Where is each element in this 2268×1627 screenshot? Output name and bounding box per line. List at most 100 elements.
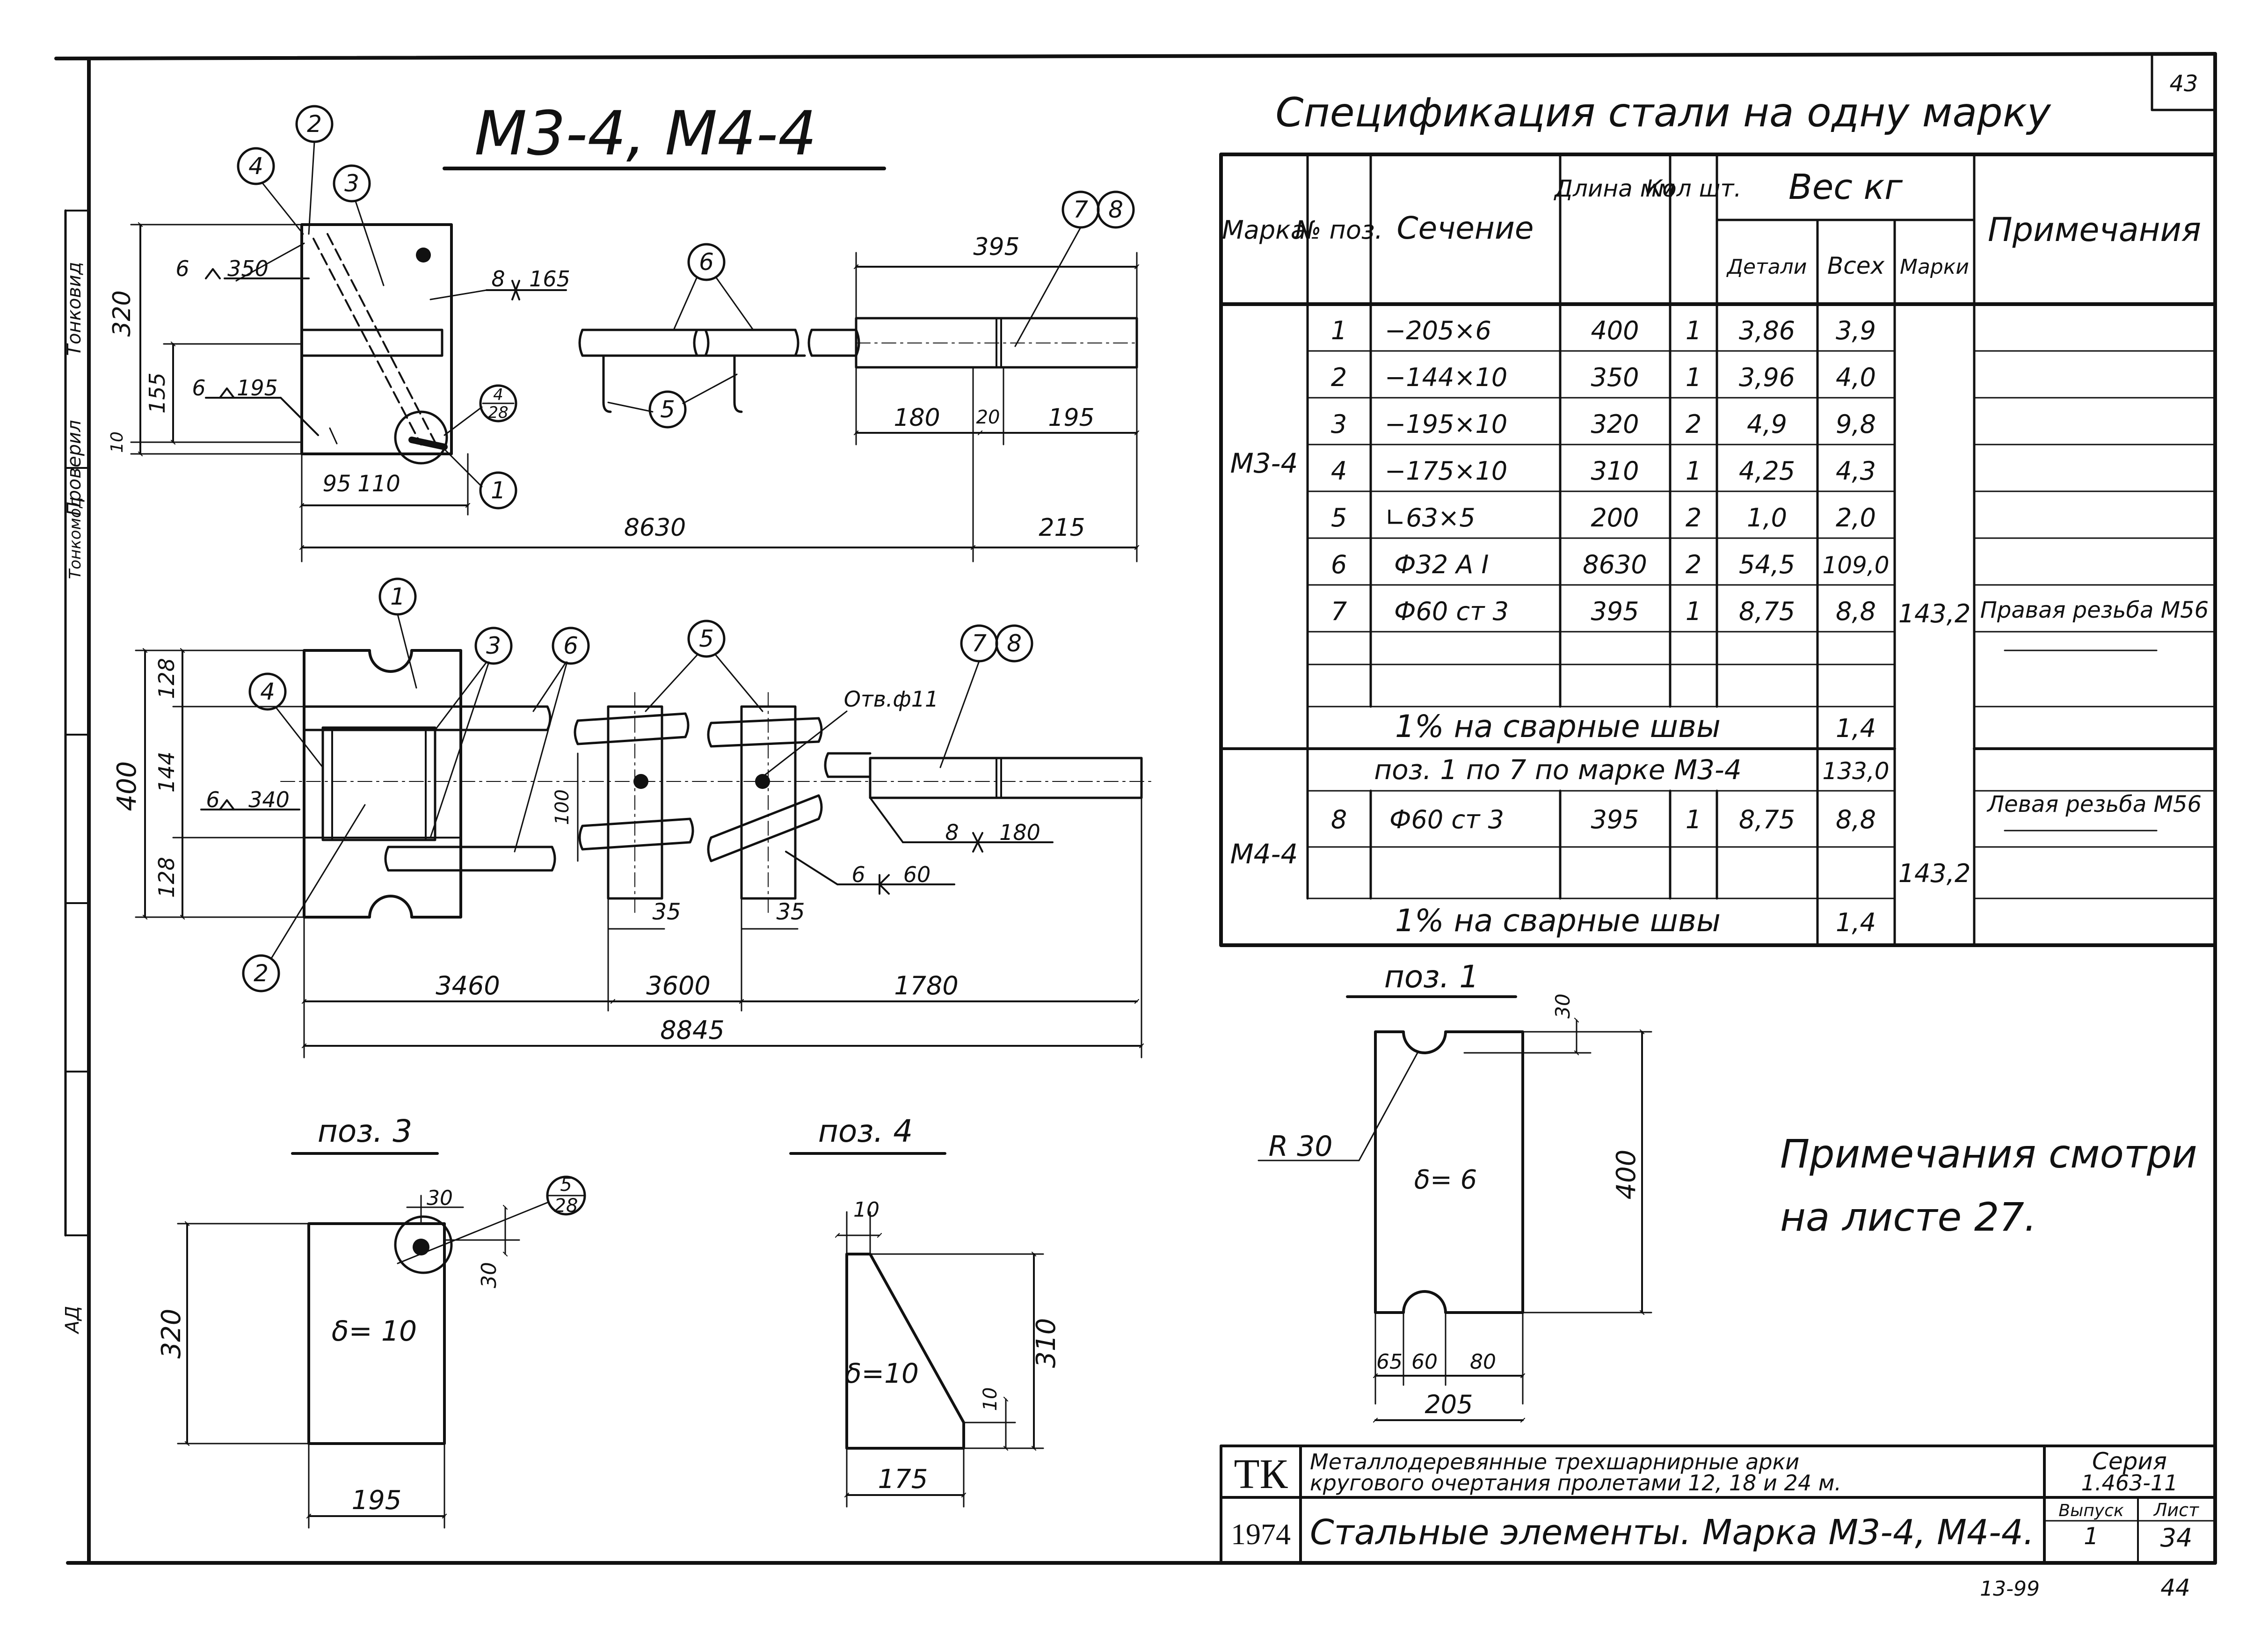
dim-100: 100 <box>552 789 573 825</box>
pos4-dim-10b: 10 <box>980 1387 1001 1411</box>
balloons-top <box>237 105 1135 510</box>
cell-qty: 2 <box>1686 409 1701 439</box>
weld-6b: 6 <box>192 375 205 401</box>
cell-w-detail: 54,5 <box>1739 550 1795 579</box>
cell-pos: 6 <box>1331 550 1347 579</box>
cell-length: 8630 <box>1583 550 1647 579</box>
tb-project-line2: кругового очертания пролетами 12, 18 и 2… <box>1310 1470 1841 1496</box>
hdr-weight: Вес кг <box>1788 167 1903 207</box>
cell-pos: 1 <box>1331 316 1347 345</box>
pos3-title: поз. 3 <box>318 1113 413 1149</box>
dim-95: 95 <box>322 471 351 497</box>
weld-6: 6 <box>175 256 189 281</box>
balloon-4: 4 <box>248 153 263 180</box>
group2-mark: М4-4 <box>1230 838 1298 870</box>
cell-length: 350 <box>1591 363 1639 392</box>
welds-value-2: 1,4 <box>1836 908 1876 937</box>
tb-series-value: 1.463-11 <box>2081 1470 2178 1496</box>
cell-section: Ф32 А I <box>1394 550 1489 579</box>
balloon-5: 5 <box>660 396 675 423</box>
dim-180: 180 <box>894 404 940 432</box>
pos4-thickness: δ=10 <box>845 1357 919 1389</box>
group1-total: 143,2 <box>1898 599 1971 628</box>
weld-6c: 6 <box>206 787 219 812</box>
balloon-8: 8 <box>1108 196 1123 223</box>
group2-ref-weight: 133,0 <box>1822 758 1889 785</box>
weld-8b: 8 <box>945 820 959 845</box>
cell-w-detail: 4,9 <box>1747 409 1787 439</box>
dim-155: 155 <box>145 372 170 414</box>
balloon-4-plan: 4 <box>260 678 275 705</box>
dim-1780: 1780 <box>894 971 958 1000</box>
table-row: 6 Ф32 А I 8630 2 54,5 109,0 <box>1331 550 1890 579</box>
weld-6d: 6 <box>851 862 865 887</box>
balloon-8-plan: 8 <box>1007 630 1022 657</box>
weld-350: 350 <box>227 256 269 281</box>
balloon-1-plan: 1 <box>390 583 405 610</box>
page-number: 43 <box>2169 71 2198 97</box>
cell-length: 395 <box>1591 597 1639 626</box>
pos1-dim-205: 205 <box>1425 1390 1473 1419</box>
cell-w-all: 2,0 <box>1836 503 1876 533</box>
side-label: АД <box>62 1306 83 1335</box>
tb-org: ТК <box>1234 1451 1288 1497</box>
pos4-dim-310: 310 <box>1031 1318 1061 1368</box>
cell-section: −175×10 <box>1385 456 1507 486</box>
cell-length: 400 <box>1591 316 1639 345</box>
tb-sheet-title: Стальные элементы. Марка М3-4, М4-4. <box>1310 1512 2034 1553</box>
dim-8630: 8630 <box>624 514 686 542</box>
group2-total: 143,2 <box>1898 859 1971 888</box>
balloon-7: 7 <box>1073 196 1088 223</box>
cell-w-all: 8,8 <box>1836 805 1876 834</box>
pos3-dim-30a: 30 <box>427 1186 453 1210</box>
cell-w-all: 9,8 <box>1836 409 1876 439</box>
cell-length: 395 <box>1591 805 1639 834</box>
cell-qty: 1 <box>1686 456 1701 486</box>
top-view <box>130 225 1137 562</box>
cell-length: 320 <box>1591 409 1639 439</box>
pos4-title: поз. 4 <box>818 1113 913 1149</box>
balloon-6: 6 <box>699 248 714 276</box>
stamp-name-2: Тонкомод <box>66 497 85 579</box>
spec-table-grid <box>1219 153 2217 947</box>
weld-340: 340 <box>248 787 290 812</box>
group1-mark: М3-4 <box>1230 447 1298 479</box>
cell-qty: 1 <box>1686 363 1701 392</box>
cell-pos: 5 <box>1331 503 1347 533</box>
hdr-pos: № поз. <box>1294 215 1383 245</box>
title-block <box>1220 1445 2217 1564</box>
detail-pos3 <box>177 1152 586 1529</box>
spec-title: Спецификация стали на одну марку <box>1275 89 2051 136</box>
dim-395: 395 <box>973 233 1019 261</box>
cell-qty: 1 <box>1686 805 1701 834</box>
tb-year: 1974 <box>1231 1518 1291 1551</box>
stamp-name: Тонковид <box>64 262 85 356</box>
cell-qty: 2 <box>1686 503 1701 533</box>
pos1-title: поз. 1 <box>1384 959 1479 995</box>
main-title: М3-4, М4-4 <box>474 98 817 169</box>
hdr-qty: Кол шт. <box>1646 175 1742 202</box>
tb-sheet-label: Лист <box>2153 1500 2200 1520</box>
hdr-section: Сечение <box>1397 210 1534 246</box>
cell-w-detail: 4,25 <box>1739 456 1795 486</box>
cell-w-all: 3,9 <box>1836 316 1876 345</box>
pos3-thickness: δ= 10 <box>332 1315 417 1348</box>
table-row: 8 Ф60 ст 3 395 1 8,75 8,8 <box>1331 805 1876 834</box>
cell-w-detail: 1,0 <box>1747 503 1787 533</box>
pos3-balloon-bottom: 28 <box>554 1195 578 1217</box>
cell-w-all: 8,8 <box>1836 597 1876 626</box>
dim-35b: 35 <box>776 899 805 925</box>
cell-w-detail: 3,86 <box>1739 316 1795 345</box>
dim-8845: 8845 <box>660 1015 724 1045</box>
cell-section: Ф60 ст 3 <box>1394 597 1509 626</box>
table-row: 7 Ф60 ст 3 395 1 8,75 8,8 <box>1331 597 1876 626</box>
cell-pos: 3 <box>1331 409 1347 439</box>
cell-w-detail: 8,75 <box>1739 805 1795 834</box>
dim-128a: 128 <box>154 658 179 699</box>
balloon-frac-bottom: 28 <box>488 403 508 422</box>
hdr-w-all: Всех <box>1827 252 1885 279</box>
cell-qty: 2 <box>1686 550 1701 579</box>
cell-w-all: 109,0 <box>1822 552 1889 579</box>
cell-length: 310 <box>1591 456 1639 486</box>
